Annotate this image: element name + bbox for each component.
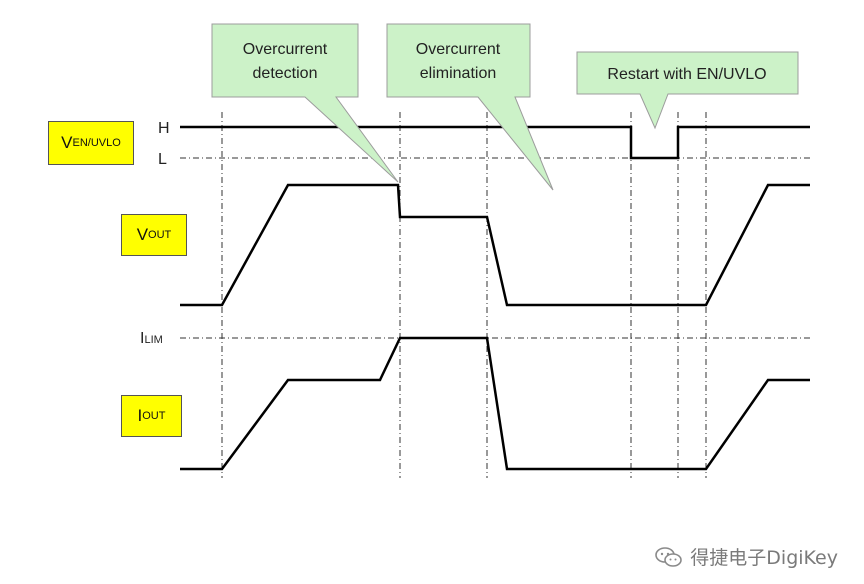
ven-waveform — [180, 125, 810, 160]
callout-elimination-line1: Overcurrent — [416, 41, 501, 58]
high-level-label: H — [158, 120, 170, 137]
ilim-label-sub: LIM — [144, 334, 162, 346]
ven-label-sub: EN/UVLO — [72, 137, 121, 149]
low-level-label: L — [158, 151, 167, 168]
callout-elimination-line2: elimination — [420, 65, 496, 82]
iout-label-sub: OUT — [142, 410, 166, 422]
watermark-text: 得捷电子DigiKey — [690, 547, 838, 569]
callout-restart-text: Restart with EN/UVLO — [607, 66, 766, 83]
callout-restart: Restart with EN/UVLO — [576, 51, 799, 130]
callout-detection-line2: detection — [253, 65, 318, 82]
iout-label-main: I — [137, 406, 143, 425]
iout-waveform — [180, 336, 810, 471]
vout-label-sub: OUT — [148, 229, 172, 241]
callout-detection: Overcurrent detection — [211, 23, 399, 183]
wechat-icon — [655, 546, 683, 567]
ven-label-main: V — [61, 133, 73, 152]
vout-waveform — [180, 183, 810, 307]
vout-label-main: V — [136, 225, 149, 244]
ilim-label-main: I — [140, 330, 144, 347]
callout-detection-line1: Overcurrent — [243, 41, 328, 58]
ilim-label: ILIM — [140, 330, 163, 347]
callout-elimination: Overcurrent elimination — [386, 23, 554, 191]
watermark: 得捷电子DigiKey — [654, 543, 838, 570]
